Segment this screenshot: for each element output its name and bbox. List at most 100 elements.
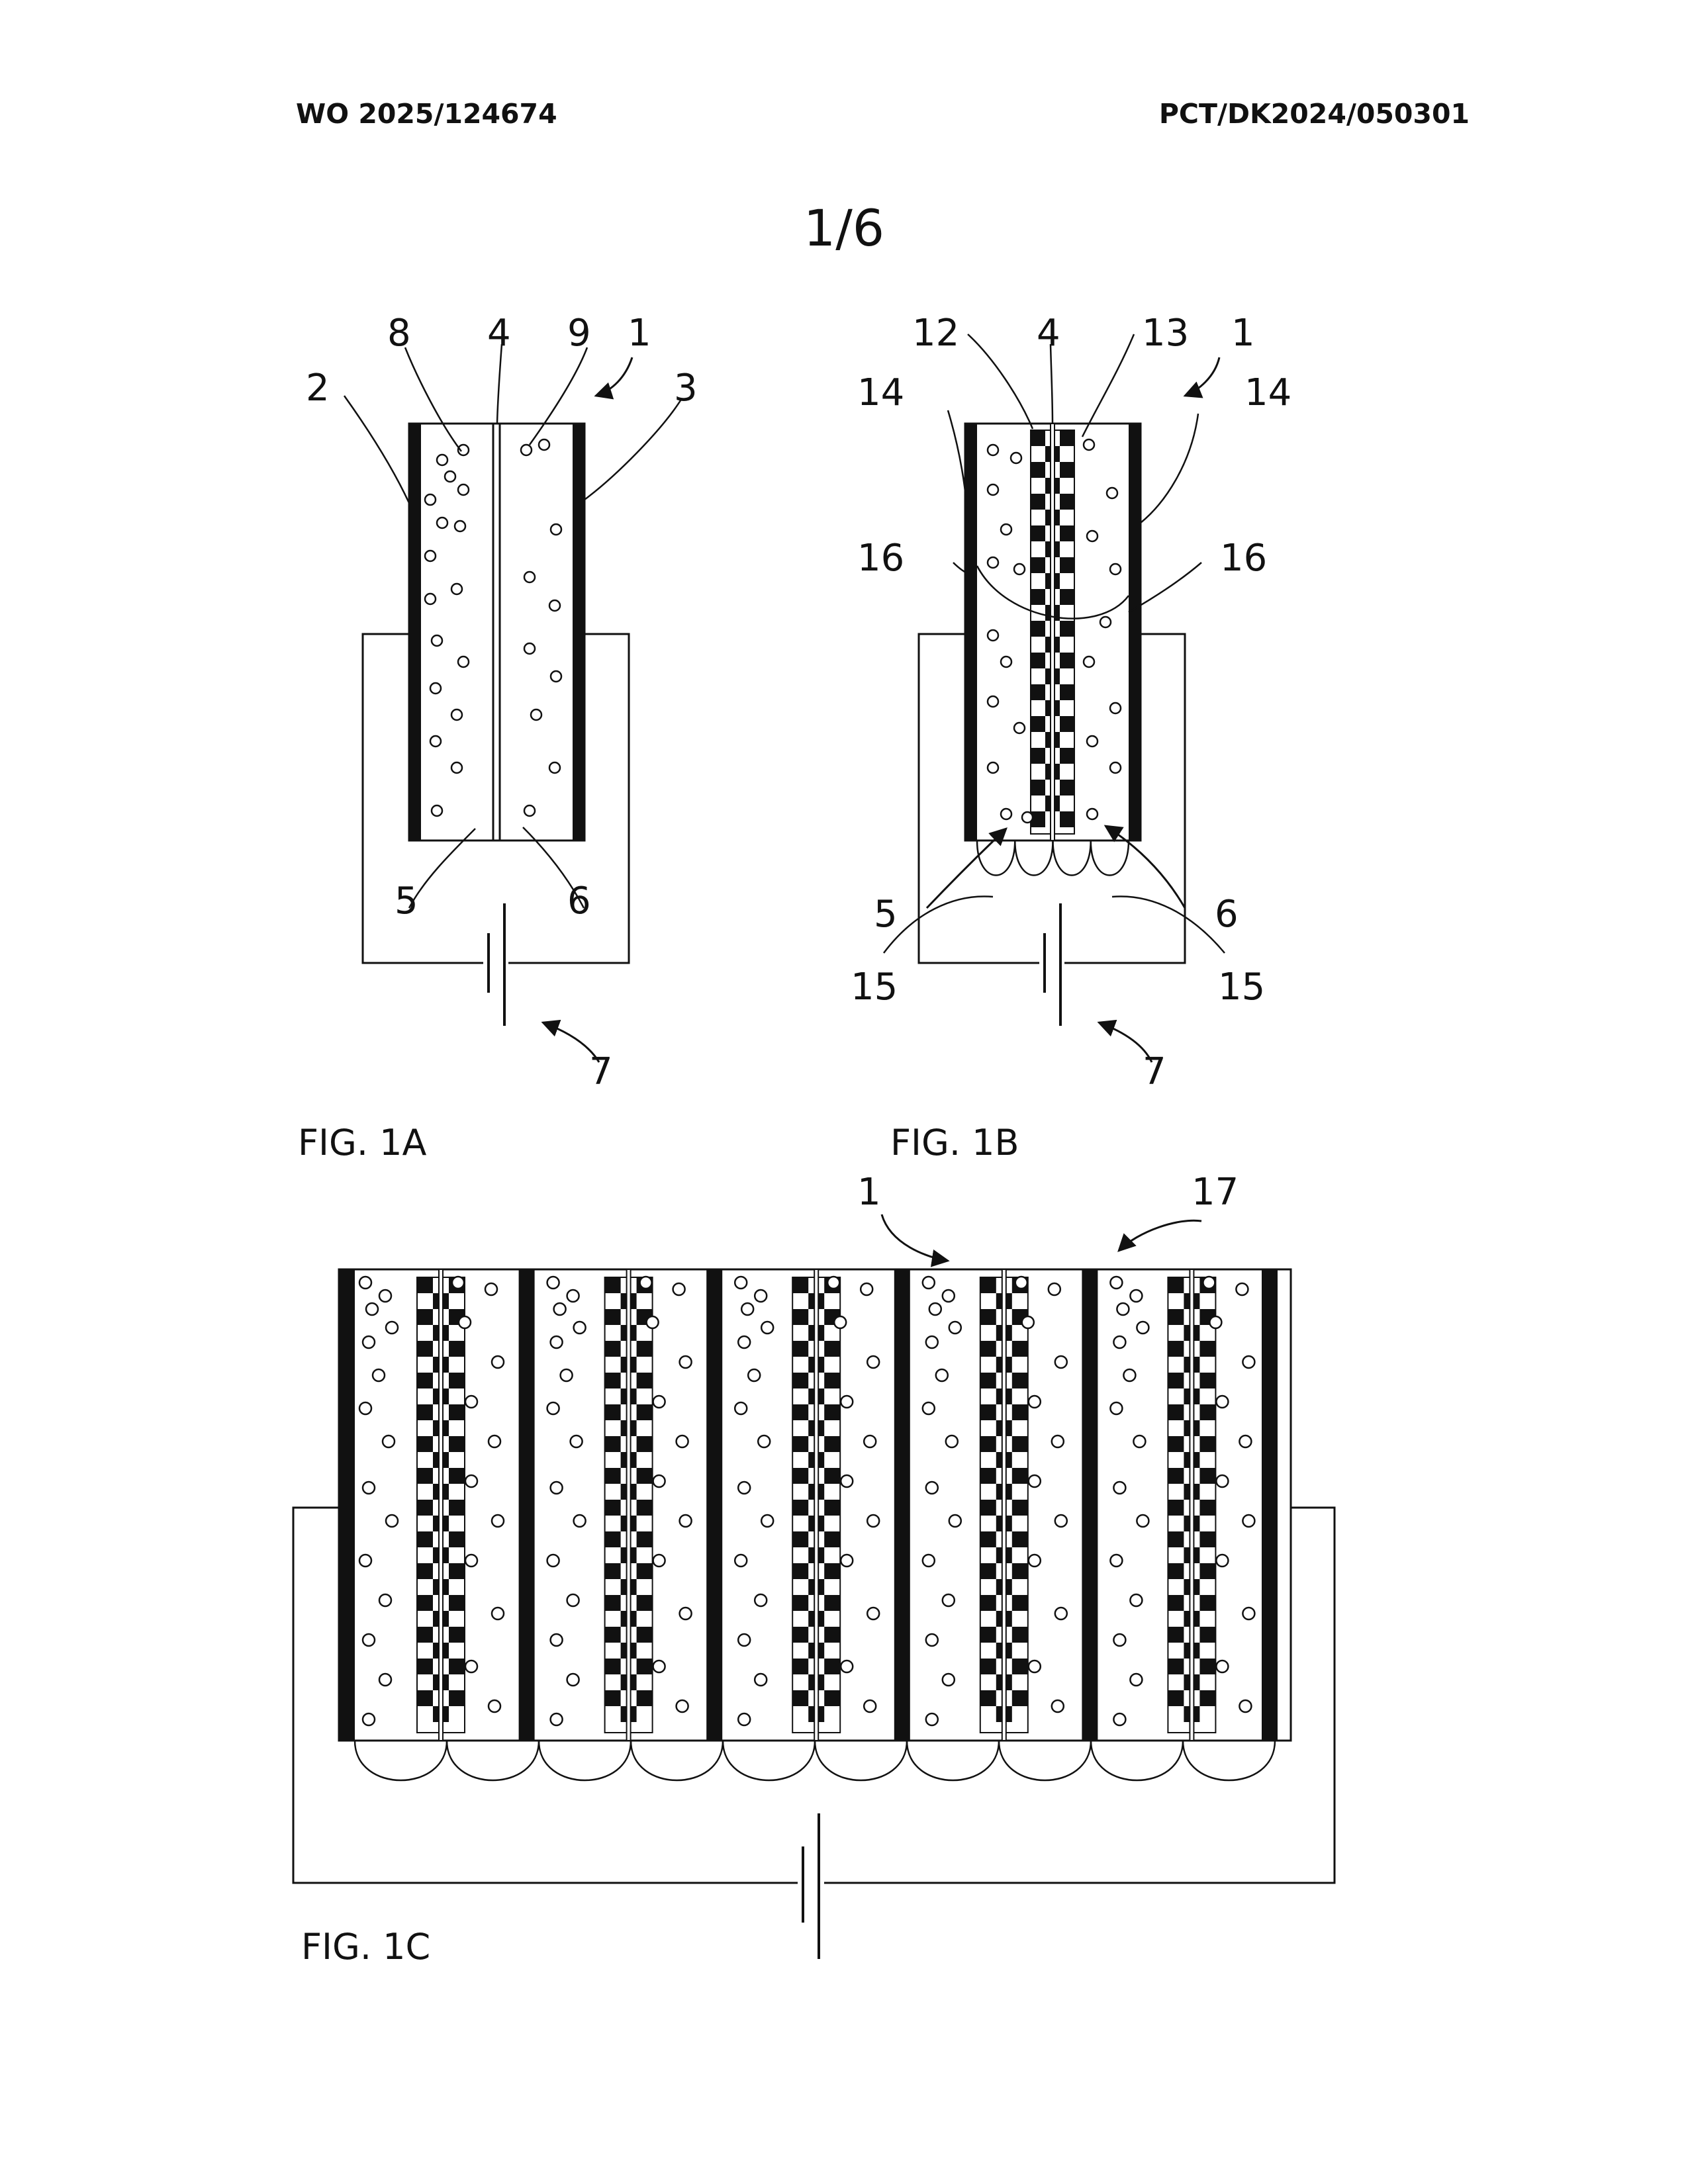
particle [988, 762, 998, 773]
connector-arc [999, 1741, 1091, 1780]
checker-square [1012, 1627, 1028, 1643]
checker-square [1031, 780, 1045, 796]
checker-square [1168, 1468, 1184, 1484]
battery-symbol [489, 903, 504, 1026]
checker-square [637, 1404, 653, 1420]
checker-square [637, 1659, 653, 1674]
particle [834, 1316, 846, 1328]
particle [430, 736, 441, 747]
particle [458, 657, 469, 667]
particle [1243, 1356, 1254, 1368]
checker-square [605, 1373, 621, 1388]
particle [1001, 657, 1011, 667]
particle [492, 1515, 504, 1527]
checker-square [824, 1531, 840, 1547]
checker-square [1168, 1531, 1184, 1547]
checker-square [449, 1404, 465, 1420]
particle [437, 455, 447, 465]
particle [1216, 1475, 1228, 1487]
particle [366, 1303, 378, 1315]
label-5: 5 [874, 893, 898, 936]
arrow-cell-1 [882, 1214, 948, 1261]
particle [761, 1322, 773, 1334]
particle [492, 1608, 504, 1619]
connector-arc [355, 1741, 447, 1780]
particle [1216, 1661, 1228, 1672]
checker-square [417, 1341, 433, 1357]
particle [547, 1402, 559, 1414]
label-4: 4 [1037, 312, 1060, 355]
particle [926, 1634, 938, 1646]
checker-square [417, 1436, 433, 1452]
checker-square [1012, 1595, 1028, 1611]
particle [841, 1555, 853, 1567]
checker-square [449, 1563, 465, 1579]
checker-square [792, 1373, 808, 1388]
checker-square [1168, 1690, 1184, 1706]
particle [1216, 1555, 1228, 1567]
particle [1084, 657, 1094, 667]
particle [755, 1594, 767, 1606]
checker-square [605, 1595, 621, 1611]
particle [1236, 1283, 1248, 1295]
particle [741, 1303, 753, 1315]
particle [452, 1277, 464, 1289]
checker-square [417, 1627, 433, 1643]
particle [458, 484, 469, 495]
connector-arc [1091, 1741, 1183, 1780]
checker-square [1168, 1404, 1184, 1420]
particle [867, 1356, 879, 1368]
particle [489, 1700, 500, 1712]
checker-square [637, 1531, 653, 1547]
caption-fig-1c: FIG. 1C [301, 1926, 430, 1968]
particle [1087, 531, 1098, 541]
membrane [1051, 424, 1055, 841]
particle [943, 1290, 955, 1302]
checker-square [1012, 1659, 1028, 1674]
particle [1113, 1336, 1125, 1348]
particle [455, 521, 465, 531]
particle [926, 1713, 938, 1725]
checker-square [980, 1659, 996, 1674]
particle [988, 484, 998, 495]
label-7: 7 [589, 1050, 613, 1093]
particle [988, 696, 998, 707]
checker-square [792, 1436, 808, 1452]
checker-square [1168, 1277, 1184, 1293]
checker-square [824, 1404, 840, 1420]
particle [1110, 1402, 1122, 1414]
particle [1029, 1661, 1041, 1672]
checker-square [824, 1690, 840, 1706]
particle [755, 1674, 767, 1686]
checker-square [980, 1341, 996, 1357]
checker-square [1012, 1500, 1028, 1516]
checker-square [792, 1627, 808, 1643]
membrane [1002, 1269, 1006, 1741]
particle [1001, 524, 1011, 535]
checker-square [637, 1468, 653, 1484]
particle [363, 1336, 375, 1348]
particle [653, 1475, 665, 1487]
particle [761, 1515, 773, 1527]
particle [549, 600, 560, 611]
particle [437, 518, 447, 528]
checker-square [1031, 748, 1045, 764]
particle [640, 1277, 652, 1289]
particle [425, 551, 436, 561]
particle [1203, 1277, 1215, 1289]
particle [1015, 1277, 1027, 1289]
checker-square [980, 1500, 996, 1516]
figure-1b: 12 4 13 1 14 14 16 16 5 6 15 15 7 FIG. 1… [851, 312, 1291, 1163]
electrode-left [965, 424, 977, 841]
checker-square [605, 1563, 621, 1579]
particle [379, 1594, 391, 1606]
particle [551, 1713, 563, 1725]
arrow-cell-1 [1185, 357, 1219, 396]
checker-square [605, 1277, 621, 1293]
connector-arc [815, 1741, 907, 1780]
particle [574, 1515, 586, 1527]
particle [383, 1435, 395, 1447]
checker-square [824, 1436, 840, 1452]
particle [755, 1290, 767, 1302]
checker-square [1012, 1690, 1028, 1706]
